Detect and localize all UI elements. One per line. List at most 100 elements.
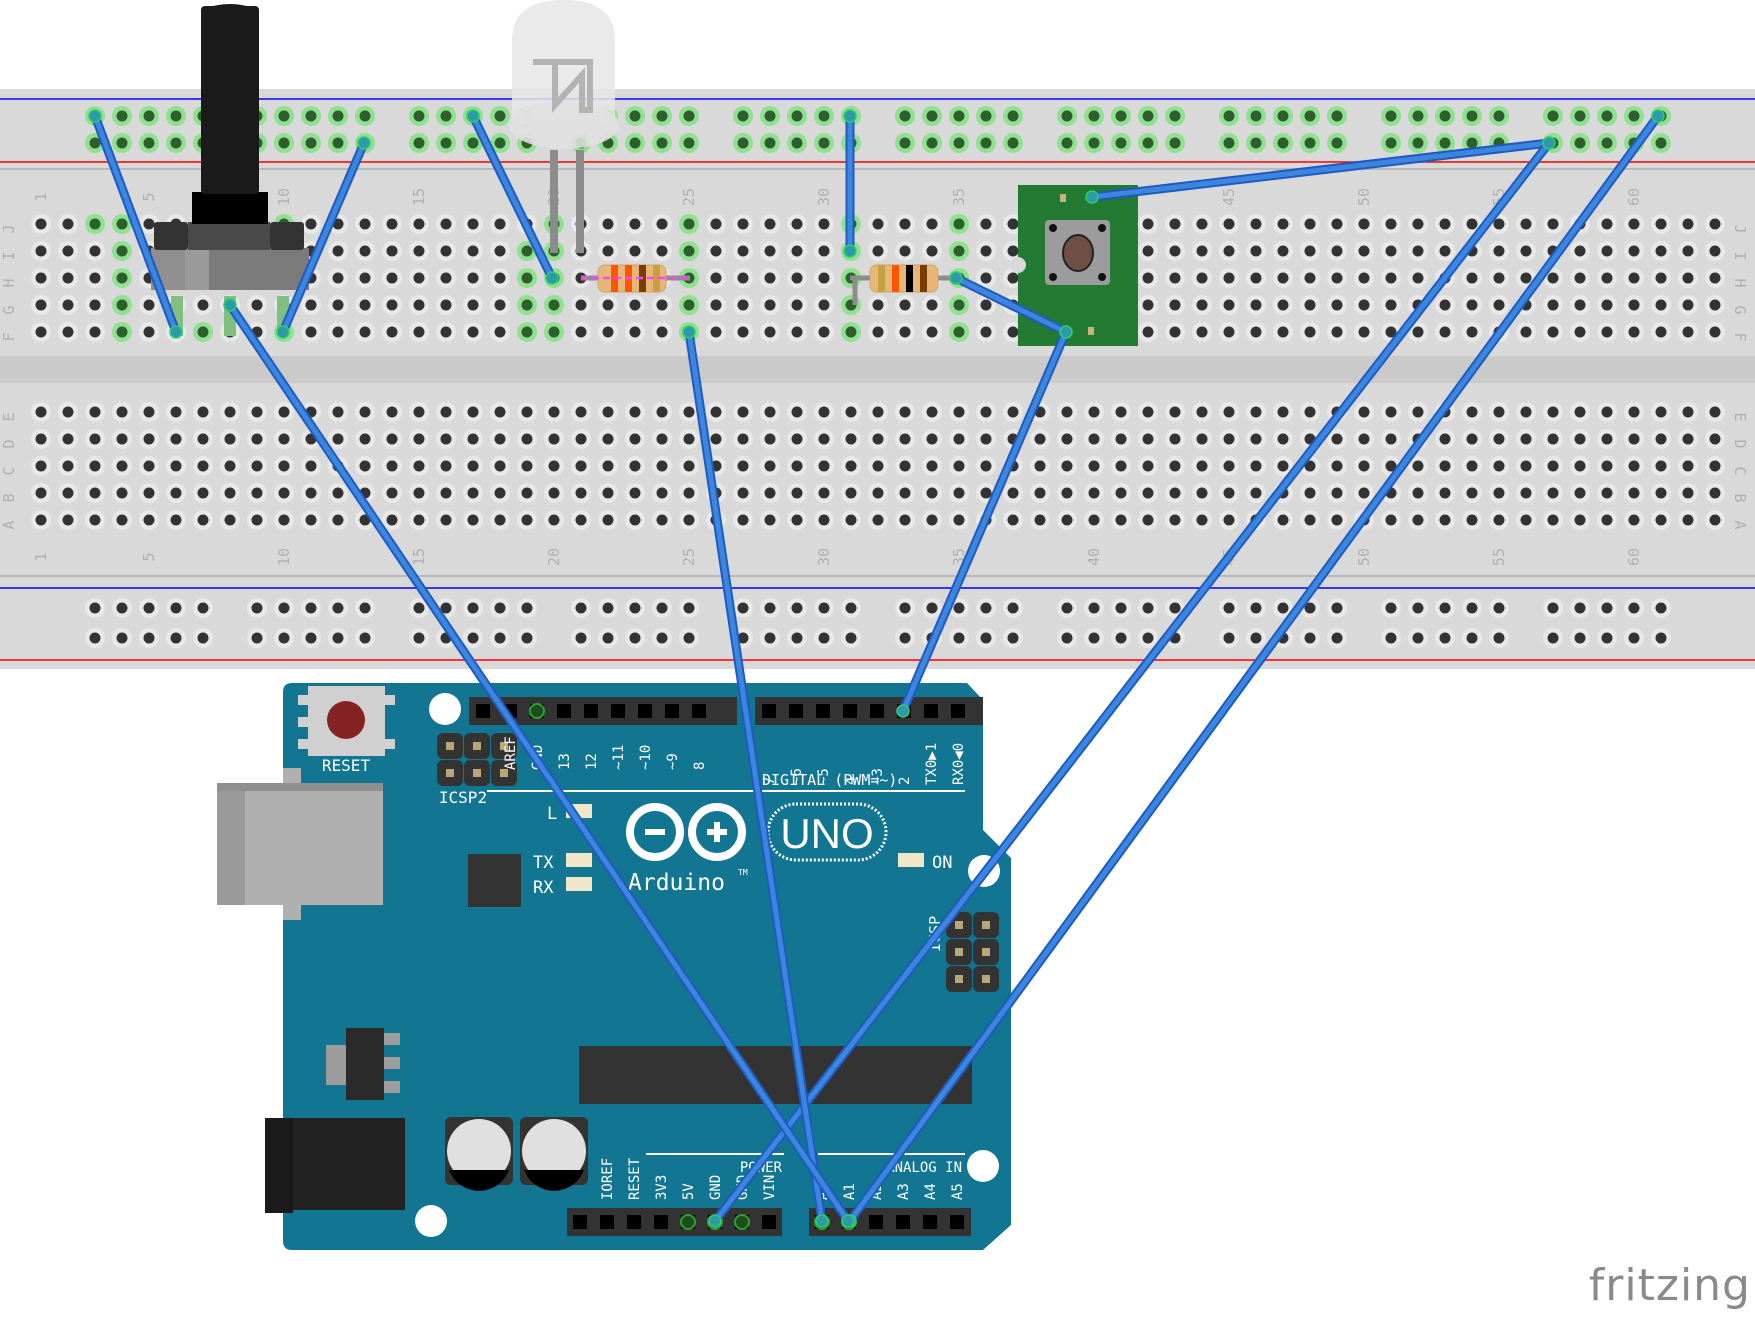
breadboard-hole[interactable]: [976, 598, 996, 618]
breadboard-hole[interactable]: [517, 628, 537, 648]
breadboard-hole[interactable]: [490, 483, 510, 503]
led[interactable]: [509, 0, 619, 253]
breadboard-hole[interactable]: [112, 268, 132, 288]
breadboard-hole[interactable]: [1138, 214, 1158, 234]
breadboard-hole[interactable]: [1435, 214, 1455, 234]
breadboard-hole[interactable]: [1111, 510, 1131, 530]
breadboard-hole[interactable]: [976, 268, 996, 288]
breadboard-hole[interactable]: [463, 456, 483, 476]
breadboard-hole[interactable]: [814, 510, 834, 530]
breadboard-hole[interactable]: [301, 628, 321, 648]
breadboard-hole[interactable]: [58, 510, 78, 530]
breadboard-hole[interactable]: [706, 241, 726, 261]
breadboard-hole[interactable]: [949, 402, 969, 422]
breadboard-hole[interactable]: [544, 510, 564, 530]
header-pin[interactable]: [584, 704, 598, 718]
breadboard-hole[interactable]: [274, 429, 294, 449]
breadboard-hole[interactable]: [1489, 402, 1509, 422]
breadboard-hole[interactable]: [598, 456, 618, 476]
breadboard-hole[interactable]: [679, 402, 699, 422]
breadboard-hole[interactable]: [679, 456, 699, 476]
breadboard-hole[interactable]: [301, 133, 321, 153]
breadboard-hole[interactable]: [1246, 322, 1266, 342]
breadboard-hole[interactable]: [544, 322, 564, 342]
breadboard-hole[interactable]: [1408, 628, 1428, 648]
breadboard-hole[interactable]: [58, 241, 78, 261]
breadboard-hole[interactable]: [733, 510, 753, 530]
breadboard-hole[interactable]: [1570, 133, 1590, 153]
breadboard-hole[interactable]: [58, 295, 78, 315]
breadboard-hole[interactable]: [868, 214, 888, 234]
breadboard-hole[interactable]: [301, 106, 321, 126]
breadboard-hole[interactable]: [841, 598, 861, 618]
breadboard-hole[interactable]: [1408, 510, 1428, 530]
breadboard-hole[interactable]: [382, 322, 402, 342]
wire-rail-to-gnd[interactable]: [708, 136, 1556, 1228]
breadboard-hole[interactable]: [625, 510, 645, 530]
breadboard-hole[interactable]: [220, 483, 240, 503]
breadboard-hole[interactable]: [1651, 133, 1671, 153]
breadboard-hole[interactable]: [679, 598, 699, 618]
wire-endpoint[interactable]: [357, 136, 371, 150]
breadboard-hole[interactable]: [517, 322, 537, 342]
breadboard-hole[interactable]: [1462, 322, 1482, 342]
breadboard-hole[interactable]: [409, 628, 429, 648]
breadboard-hole[interactable]: [976, 214, 996, 234]
breadboard-hole[interactable]: [652, 106, 672, 126]
breadboard-hole[interactable]: [112, 456, 132, 476]
breadboard-hole[interactable]: [1624, 322, 1644, 342]
breadboard-hole[interactable]: [1678, 322, 1698, 342]
breadboard-hole[interactable]: [328, 598, 348, 618]
breadboard-hole[interactable]: [760, 456, 780, 476]
breadboard-hole[interactable]: [1543, 483, 1563, 503]
breadboard-hole[interactable]: [679, 628, 699, 648]
breadboard-hole[interactable]: [733, 402, 753, 422]
breadboard-hole[interactable]: [1138, 322, 1158, 342]
breadboard-hole[interactable]: [1381, 429, 1401, 449]
breadboard-hole[interactable]: [949, 106, 969, 126]
breadboard-hole[interactable]: [1246, 456, 1266, 476]
breadboard-hole[interactable]: [463, 598, 483, 618]
wire-endpoint[interactable]: [1059, 325, 1073, 339]
breadboard-hole[interactable]: [1219, 295, 1239, 315]
breadboard-hole[interactable]: [328, 628, 348, 648]
breadboard-hole[interactable]: [841, 510, 861, 530]
breadboard-hole[interactable]: [112, 402, 132, 422]
breadboard-hole[interactable]: [652, 456, 672, 476]
breadboard-hole[interactable]: [463, 295, 483, 315]
breadboard-hole[interactable]: [139, 628, 159, 648]
breadboard-hole[interactable]: [1273, 241, 1293, 261]
breadboard-hole[interactable]: [1651, 241, 1671, 261]
breadboard-hole[interactable]: [1516, 322, 1536, 342]
breadboard-hole[interactable]: [760, 241, 780, 261]
breadboard-hole[interactable]: [1300, 510, 1320, 530]
breadboard-hole[interactable]: [1165, 106, 1185, 126]
breadboard-hole[interactable]: [895, 628, 915, 648]
breadboard-hole[interactable]: [1327, 322, 1347, 342]
breadboard-hole[interactable]: [1435, 510, 1455, 530]
breadboard-hole[interactable]: [1057, 628, 1077, 648]
breadboard-hole[interactable]: [895, 483, 915, 503]
breadboard-hole[interactable]: [1678, 214, 1698, 234]
breadboard-hole[interactable]: [247, 510, 267, 530]
breadboard-hole[interactable]: [652, 429, 672, 449]
breadboard-hole[interactable]: [652, 322, 672, 342]
breadboard-hole[interactable]: [1327, 628, 1347, 648]
breadboard-hole[interactable]: [409, 214, 429, 234]
header-pin[interactable]: [611, 704, 625, 718]
breadboard-hole[interactable]: [679, 510, 699, 530]
breadboard-hole[interactable]: [1273, 133, 1293, 153]
potentiometer[interactable]: [151, 4, 309, 336]
breadboard-hole[interactable]: [1651, 429, 1671, 449]
breadboard-hole[interactable]: [1273, 402, 1293, 422]
breadboard-hole[interactable]: [1192, 483, 1212, 503]
breadboard-hole[interactable]: [193, 322, 213, 342]
breadboard-hole[interactable]: [31, 268, 51, 288]
breadboard-hole[interactable]: [1651, 214, 1671, 234]
breadboard-hole[interactable]: [1705, 456, 1725, 476]
breadboard-hole[interactable]: [1273, 456, 1293, 476]
breadboard-hole[interactable]: [490, 241, 510, 261]
breadboard-hole[interactable]: [85, 214, 105, 234]
breadboard-hole[interactable]: [1300, 402, 1320, 422]
breadboard-hole[interactable]: [1435, 241, 1455, 261]
